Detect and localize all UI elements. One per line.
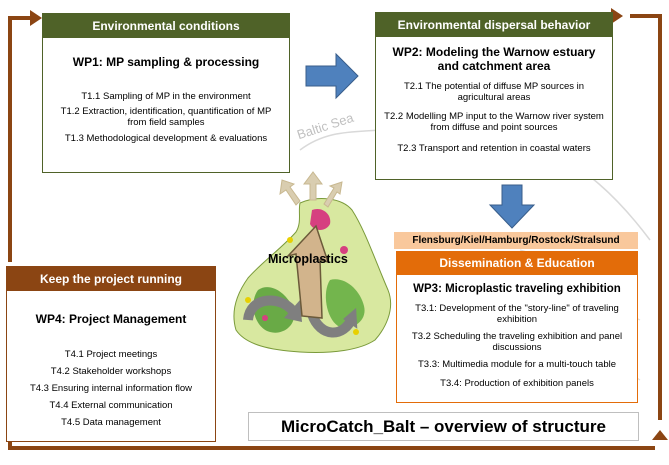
cycle-arrowhead-1 bbox=[284, 300, 302, 322]
wp2-task-2: T2.2 Modelling MP input to the Warnow ri… bbox=[384, 111, 604, 133]
microplastics-label: Microplastics bbox=[268, 252, 348, 266]
loop-arrowhead-top-right bbox=[611, 8, 623, 24]
wp3-task-4: T3.4: Production of exhibition panels bbox=[440, 378, 594, 389]
wp2-task-3: T2.3 Transport and retention in coastal … bbox=[397, 143, 591, 154]
wp2-task-1: T2.1 The potential of diffuse MP sources… bbox=[403, 81, 585, 103]
wp4-title: WP4: Project Management bbox=[35, 312, 187, 326]
wp3-cities-bar: Flensburg/Kiel/Hamburg/Rostock/Stralsund bbox=[394, 232, 638, 249]
wp3-header: Dissemination & Education bbox=[397, 252, 637, 275]
wp3-panel: Dissemination & Education WP3: Microplas… bbox=[396, 251, 638, 403]
wp1-header: Environmental conditions bbox=[43, 14, 289, 38]
wp1-task-3: T1.3 Methodological development & evalua… bbox=[64, 133, 268, 144]
wp4-panel: Keep the project running WP4: Project Ma… bbox=[6, 266, 216, 442]
wp3-task-2: T3.2 Scheduling the traveling exhibition… bbox=[411, 331, 623, 353]
up-arrow-icon bbox=[285, 224, 330, 319]
wp1-task-2: T1.2 Extraction, identification, quantif… bbox=[60, 106, 272, 128]
wp2-header: Environmental dispersal behavior bbox=[376, 13, 612, 37]
wp4-task-5: T4.5 Data management bbox=[61, 417, 161, 428]
arrow-down-icon bbox=[488, 184, 536, 229]
wp1-panel: Environmental conditions WP1: MP samplin… bbox=[42, 13, 290, 173]
wp4-header: Keep the project running bbox=[7, 267, 215, 291]
wp1-title: WP1: MP sampling & processing bbox=[72, 55, 260, 69]
arrow-right-icon bbox=[305, 52, 359, 100]
dispersal-arrows bbox=[279, 171, 343, 208]
wp1-task-1: T1.1 Sampling of MP in the environment bbox=[81, 91, 251, 102]
wp3-task-1: T3.1: Development of the "story-line" of… bbox=[415, 303, 619, 325]
wp4-task-1: T4.1 Project meetings bbox=[64, 349, 158, 360]
overview-title: MicroCatch_Balt – overview of structure bbox=[248, 412, 639, 441]
loop-arrowhead-top-left bbox=[30, 10, 42, 26]
wp4-task-3: T4.3 Ensuring internal information flow bbox=[29, 383, 193, 394]
wp3-task-3: T3.3: Multimedia module for a multi-touc… bbox=[417, 359, 616, 370]
loop-arrowhead-bottom-right bbox=[652, 430, 668, 440]
cycle-arrowhead-2 bbox=[343, 307, 358, 329]
wp4-task-4: T4.4 External communication bbox=[49, 400, 173, 411]
wp2-panel: Environmental dispersal behavior WP2: Mo… bbox=[375, 12, 613, 180]
wp2-title: WP2: Modeling the Warnow estuary and cat… bbox=[392, 45, 596, 73]
wp3-title: WP3: Microplastic traveling exhibition bbox=[413, 283, 621, 295]
wp4-task-2: T4.2 Stakeholder workshops bbox=[50, 366, 172, 377]
